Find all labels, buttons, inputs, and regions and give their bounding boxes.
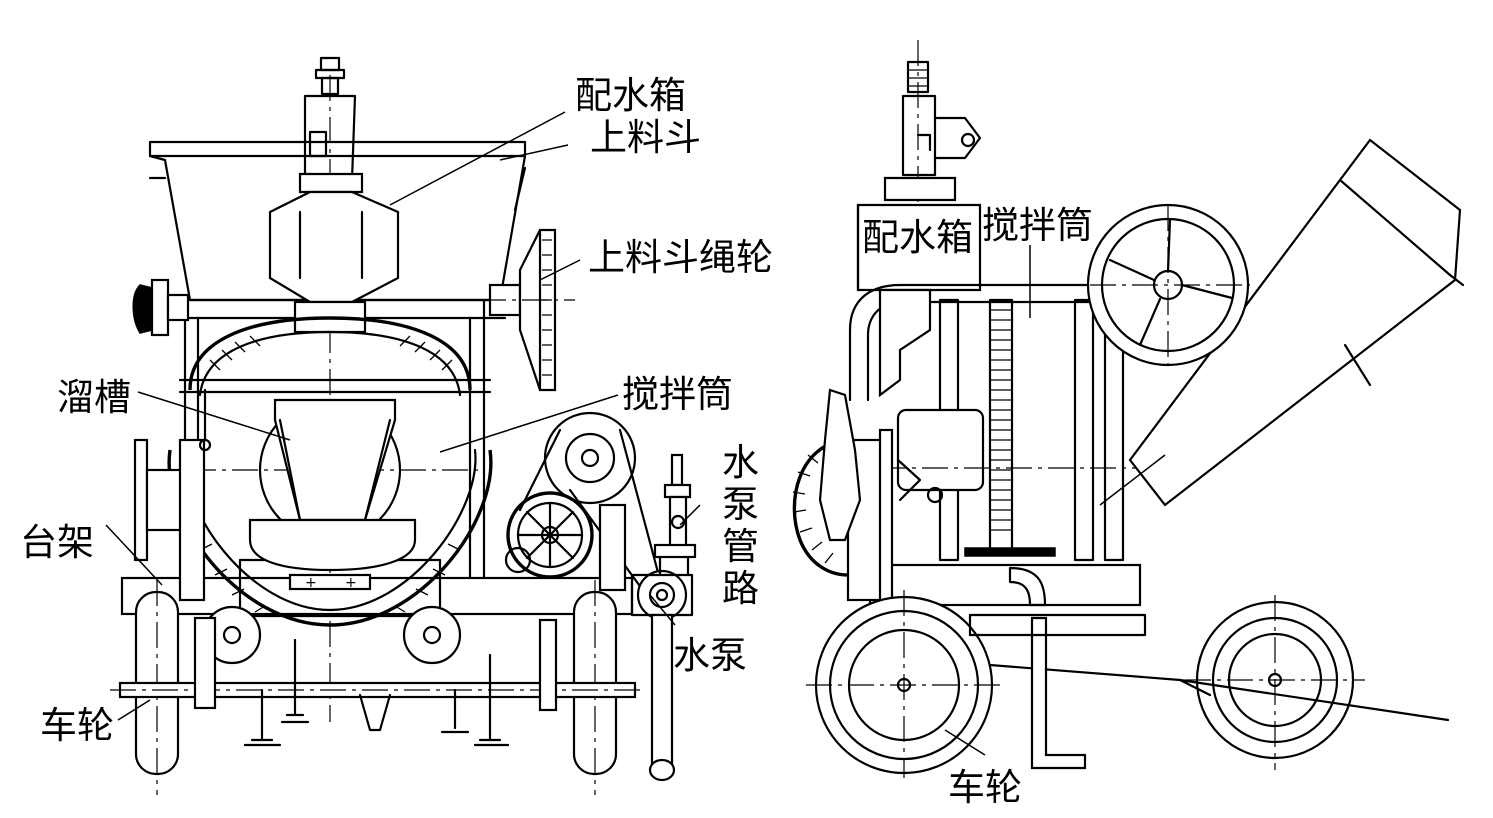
tank-top-side xyxy=(901,60,982,177)
motor-belt-front xyxy=(504,411,662,602)
label-pump-pipeline-2: 泵 xyxy=(722,483,759,526)
svg-text:+: + xyxy=(345,575,357,591)
label-chute: 溜槽 xyxy=(57,376,131,419)
handwheel-side xyxy=(792,388,944,607)
leader-lines xyxy=(105,111,1166,756)
label-pump-pipeline-1: 水 xyxy=(722,441,759,484)
labels: 配水箱 上料斗 上料斗绳轮 溜槽 搅拌筒 水 泵 管 路 台架 水泵 车轮 配水… xyxy=(20,74,1093,809)
chute-front: + + xyxy=(248,398,417,591)
side-view xyxy=(792,40,1465,778)
svg-text:+: + xyxy=(305,575,317,591)
wheels-front xyxy=(110,580,640,795)
left-handwheel xyxy=(132,278,212,602)
mixing-drum-side xyxy=(1086,138,1465,507)
label-water-tank-right: 配水箱 xyxy=(862,216,973,259)
water-tank-front xyxy=(268,172,400,334)
label-hopper: 上料斗 xyxy=(590,116,701,159)
water-tank-side xyxy=(856,176,982,292)
label-pump-pipeline-3: 管 xyxy=(722,525,759,568)
label-wheel-right: 车轮 xyxy=(948,766,1022,809)
hopper-pulley-front xyxy=(480,228,575,392)
label-wheel-left: 车轮 xyxy=(40,704,114,747)
label-mixing-drum-right: 搅拌筒 xyxy=(982,204,1093,247)
label-water-tank-left: 配水箱 xyxy=(575,74,686,117)
label-frame: 台架 xyxy=(20,521,94,564)
front-view: + + xyxy=(110,56,697,795)
wheels-side xyxy=(806,590,1450,778)
label-mixing-drum-left: 搅拌筒 xyxy=(622,373,733,416)
label-hopper-pulley: 上料斗绳轮 xyxy=(588,236,773,279)
water-pump-front xyxy=(630,453,697,782)
frame-front xyxy=(120,298,634,618)
label-pump-pipeline-4: 路 xyxy=(722,567,759,610)
label-water-pump: 水泵 xyxy=(673,634,747,677)
